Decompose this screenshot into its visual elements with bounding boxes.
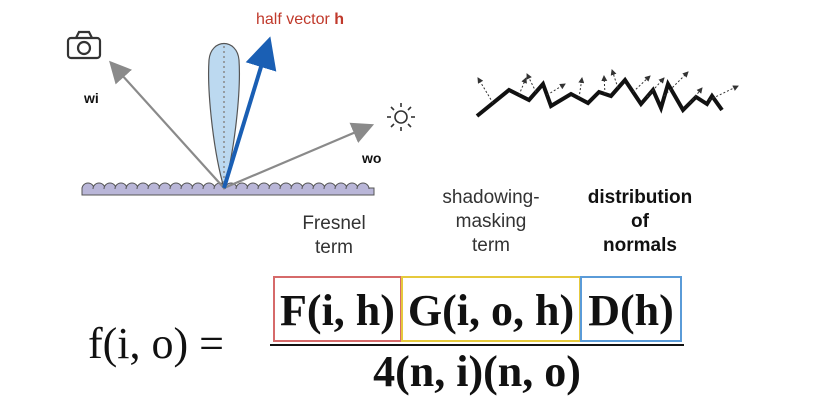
half-vector-symbol: h (334, 11, 345, 28)
fresnel-term-line: term (315, 237, 353, 258)
half-vector-text: half vector (256, 11, 330, 28)
distribution-box (580, 276, 682, 342)
wo-label: wo (362, 150, 382, 166)
surface-bump (290, 182, 304, 190)
shadowing-term-line: term (472, 235, 510, 256)
surface-bump (180, 182, 194, 190)
surface-bump (114, 182, 128, 190)
surface-bump (323, 182, 337, 190)
surface-bump (202, 182, 216, 190)
distribution-term-line: of (631, 211, 649, 232)
distribution-term-line: normals (603, 235, 677, 256)
camera-icon (66, 30, 102, 60)
surface-bump (147, 182, 161, 190)
surface-bump (235, 182, 249, 190)
surface-bump (103, 182, 117, 190)
shadowing-term-line: shadowing- (442, 187, 540, 208)
fresnel-term-label: Fresnel term (286, 212, 382, 260)
shadowing-term-line: masking (455, 211, 527, 232)
distribution-term-formula: D(h) (588, 286, 674, 335)
surface-bump (191, 182, 205, 190)
specular-lobe (208, 43, 240, 191)
formula-lhs-text: f(i, o) = (88, 319, 224, 368)
surface-bump (125, 182, 139, 190)
rough-surface-profile (475, 69, 739, 118)
surface-bump (268, 182, 282, 190)
surface-bump (136, 182, 150, 190)
surface-bump (257, 182, 271, 190)
formula-denominator: 4(n, i)(n, o) (373, 347, 581, 396)
half-vector-arrow (222, 36, 277, 189)
fresnel-term-formula: F(i, h) (280, 286, 395, 335)
formula-lhs: f(i, o) = (88, 318, 224, 369)
sun-icon (387, 103, 415, 131)
half-vector-label: half vector h (256, 8, 396, 32)
wo-arrow (223, 122, 375, 190)
surface-bump (334, 182, 348, 190)
wi-label: wi (84, 90, 99, 106)
distribution-term-line: distribution (587, 187, 693, 208)
surface-bump (312, 182, 326, 190)
wi-arrow (109, 60, 225, 189)
surface-bump (246, 182, 260, 190)
surface-bump (279, 182, 293, 190)
distribution-term-label: distribution of normals (560, 186, 720, 258)
fresnel-term-line: Fresnel (302, 213, 366, 234)
surface-bump (169, 182, 183, 190)
shadowing-term-formula: G(i, o, h) (407, 286, 575, 335)
surface-bump (81, 182, 95, 190)
surface-bump (345, 182, 359, 190)
surface-bump (301, 182, 315, 190)
fraction-bar (270, 344, 684, 346)
surface-bump (92, 182, 106, 190)
surface-bump (158, 182, 172, 190)
microfacet-surface (81, 182, 375, 196)
surface-bump (356, 182, 370, 190)
shadowing-term-label: shadowing- masking term (416, 186, 566, 258)
